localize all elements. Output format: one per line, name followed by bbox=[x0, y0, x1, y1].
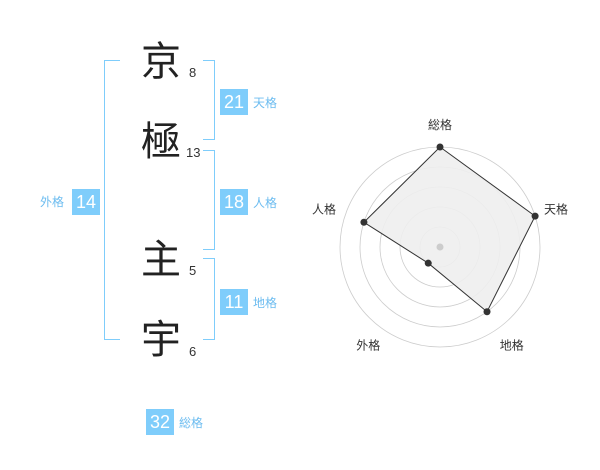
radar-point-1 bbox=[436, 143, 444, 151]
radar-point-4 bbox=[424, 259, 432, 267]
tenkaku-label: 天格 bbox=[253, 96, 278, 110]
jinkaku-label: 人格 bbox=[253, 196, 278, 210]
chikaku-label: 地格 bbox=[253, 296, 278, 310]
stroke-count-3: 5 bbox=[189, 263, 197, 278]
gaikaku-badge: 14 bbox=[72, 189, 100, 215]
radar-axis-label-5: 人格 bbox=[312, 201, 336, 216]
radar-axis-label-3: 地格 bbox=[500, 338, 524, 353]
name-char-1: 京 bbox=[141, 39, 181, 85]
name-char-2: 極 bbox=[141, 119, 181, 165]
soukaku-label: 総格 bbox=[179, 416, 204, 430]
tenkaku-bracket bbox=[203, 60, 215, 140]
radar-area bbox=[363, 146, 536, 313]
jinkaku-badge: 18 bbox=[220, 189, 248, 215]
soukaku-badge: 32 bbox=[146, 409, 174, 435]
radar-axis-label-2: 天格 bbox=[544, 201, 568, 216]
radar-axis-label-4: 外格 bbox=[356, 338, 380, 353]
tenkaku-badge: 21 bbox=[220, 89, 248, 115]
radar-axis-label-1: 総格 bbox=[428, 117, 452, 132]
chikaku-bracket bbox=[203, 258, 215, 340]
name-char-3: 主 bbox=[141, 237, 181, 283]
stroke-count-4: 6 bbox=[189, 344, 197, 359]
gaikaku-label: 外格 bbox=[40, 195, 65, 209]
gaikaku-bracket bbox=[104, 60, 120, 340]
name-char-4: 宇 bbox=[141, 317, 181, 363]
radar-point-3 bbox=[483, 308, 491, 316]
radar-point-2 bbox=[531, 212, 539, 220]
radar-point-5 bbox=[360, 218, 368, 226]
jinkaku-bracket bbox=[203, 150, 215, 250]
chikaku-badge: 11 bbox=[220, 289, 248, 315]
stroke-count-2: 13 bbox=[186, 145, 201, 160]
stroke-count-1: 8 bbox=[189, 65, 197, 80]
radar-points bbox=[360, 143, 539, 316]
radar-center bbox=[436, 243, 444, 251]
